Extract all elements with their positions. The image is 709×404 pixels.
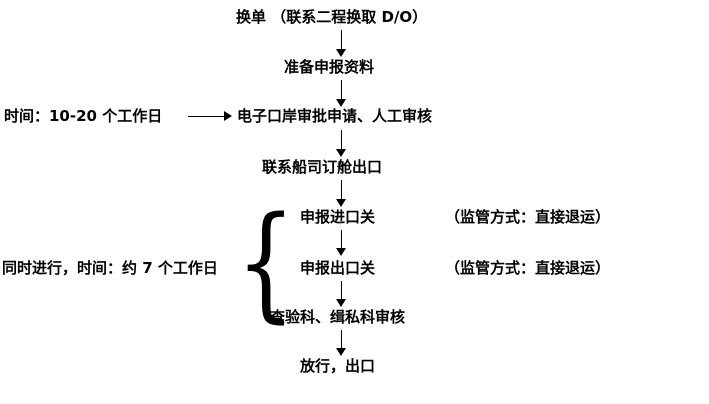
arrow-down-6	[336, 281, 347, 307]
note-export-supervision: （监管方式：直接退运）	[445, 259, 611, 277]
arrow-down-1	[336, 30, 347, 57]
arrow-down-3	[336, 130, 347, 157]
arrow-head	[224, 111, 232, 121]
step-inspection-review: 查验科、缉私科审核	[270, 308, 406, 326]
arrow-shaft	[340, 230, 342, 250]
arrow-down-4	[336, 180, 347, 207]
step-exchange-order: 换单 （联系二程换取 D/O）	[236, 8, 428, 26]
step-declare-import: 申报进口关	[300, 208, 376, 226]
step-booking-export: 联系船司订舱出口	[262, 158, 383, 176]
arrow-down-2	[336, 80, 347, 107]
arrow-head	[336, 149, 346, 157]
arrow-head	[336, 299, 346, 307]
arrow-head	[336, 49, 346, 57]
arrow-down-7	[336, 330, 347, 356]
arrow-shaft	[340, 130, 342, 151]
step-prepare-materials: 准备申报资料	[284, 58, 375, 76]
time-label: 时间：10-20 个工作日	[4, 107, 163, 125]
step-declare-export: 申报出口关	[300, 259, 376, 277]
arrow-head	[336, 199, 346, 207]
step-release-export: 放行，出口	[300, 357, 376, 375]
brace-icon: {	[236, 190, 296, 335]
arrow-right-time	[188, 111, 232, 122]
arrow-shaft	[188, 115, 226, 117]
parallel-label: 同时进行，时间：约 7 个工作日	[2, 259, 218, 277]
note-import-supervision: （监管方式：直接退运）	[445, 208, 611, 226]
arrow-shaft	[340, 80, 342, 101]
arrow-down-5	[336, 230, 347, 256]
arrow-shaft	[340, 30, 342, 51]
arrow-shaft	[340, 330, 342, 350]
arrow-shaft	[340, 180, 342, 201]
arrow-head	[336, 248, 346, 256]
arrow-shaft	[340, 281, 342, 301]
step-eport-approval: 电子口岸审批申请、人工审核	[237, 107, 433, 125]
arrow-head	[336, 99, 346, 107]
arrow-head	[336, 348, 346, 356]
